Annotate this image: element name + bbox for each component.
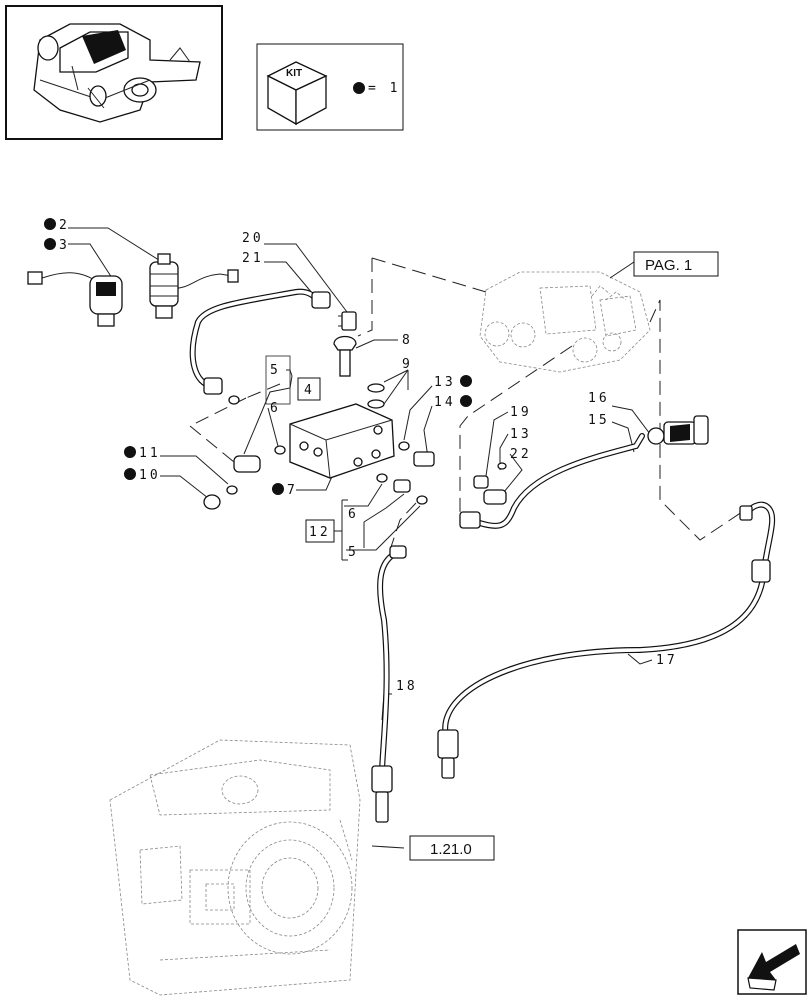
ghost-valve-assembly — [479, 271, 651, 373]
svg-text:20: 20 — [242, 231, 264, 246]
svg-text:16: 16 — [588, 391, 610, 406]
svg-text:2: 2 — [59, 218, 70, 233]
callout-16: 16 — [588, 391, 610, 406]
kit-badge-text: KIT — [286, 68, 302, 79]
pipe-15 — [459, 433, 645, 529]
callout-15: 15 — [588, 413, 610, 428]
next-page-arrow-button[interactable] — [737, 929, 807, 995]
kit-box-icon: KIT — [266, 61, 328, 126]
part-16-quick-coupling — [647, 415, 709, 445]
callout-8: 8 — [402, 333, 413, 348]
svg-text:13: 13 — [510, 427, 532, 442]
callout-5-lower: 5 — [348, 545, 359, 560]
reference-pag-text: PAG. 1 — [645, 257, 692, 274]
leader-lines — [68, 227, 680, 849]
callout-17: 17 — [656, 653, 678, 668]
next-page-arrow-icon — [747, 944, 800, 991]
svg-text:9: 9 — [402, 357, 413, 372]
callout-21: 21 — [242, 251, 264, 266]
callout-2: 2 — [44, 218, 70, 233]
callout-22: 22 — [510, 447, 532, 462]
svg-text:21: 21 — [242, 251, 264, 266]
ghost-transmission-housing — [109, 739, 361, 996]
callout-20: 20 — [242, 231, 264, 246]
callout-19: 19 — [510, 405, 532, 420]
routing-dashed-lines — [189, 257, 743, 551]
svg-text:3: 3 — [59, 238, 70, 253]
kit-dot-icon — [44, 218, 56, 230]
svg-text:6: 6 — [348, 507, 359, 522]
callout-12-boxed: 12 — [305, 499, 348, 561]
kit-dot-icon — [124, 446, 136, 458]
part-9-orings — [367, 383, 385, 409]
svg-text:5: 5 — [270, 363, 281, 378]
callout-13-kit: 13 — [434, 375, 472, 390]
callout-9: 9 — [402, 357, 413, 372]
part-5-6-seals-left — [203, 395, 286, 510]
kit-dot-icon — [44, 238, 56, 250]
hydraulic-lift-thumbnail-icon — [33, 23, 201, 123]
svg-text:13: 13 — [434, 375, 456, 390]
callout-6-lower: 6 — [348, 507, 359, 522]
svg-text:6: 6 — [270, 401, 281, 416]
kit-dot-icon — [124, 468, 136, 480]
part-19-22-sensors — [473, 462, 507, 505]
reference-section-1-21-0[interactable]: 1.21.0 — [409, 835, 495, 861]
assembly-thumbnail — [5, 5, 223, 140]
callout-14-kit: 14 — [434, 395, 472, 410]
pipe-21 — [189, 288, 331, 395]
svg-text:22: 22 — [510, 447, 532, 462]
svg-text:8: 8 — [402, 333, 413, 348]
callout-6-upper: 6 — [270, 401, 281, 416]
kit-legend-quantity: = 1 — [368, 81, 400, 96]
svg-text:14: 14 — [434, 395, 456, 410]
svg-text:5: 5 — [348, 545, 359, 560]
svg-text:10: 10 — [139, 468, 161, 483]
svg-text:11: 11 — [139, 446, 161, 461]
svg-text:12: 12 — [309, 525, 331, 540]
hose-18 — [371, 545, 407, 823]
callout-7: 7 — [272, 483, 298, 498]
callout-10: 10 — [124, 468, 161, 483]
part-13-14-fittings — [376, 441, 435, 505]
callout-3: 3 — [44, 238, 70, 253]
kit-legend-dot — [353, 82, 365, 94]
callout-18: 18 — [396, 679, 418, 694]
part-2-solenoid — [149, 253, 239, 319]
callout-4-boxed: 4 — [297, 377, 321, 401]
hose-17 — [437, 501, 776, 779]
svg-text:17: 17 — [656, 653, 678, 668]
svg-text:7: 7 — [287, 483, 298, 498]
part-8-bolt — [333, 335, 357, 377]
reference-pag-1[interactable]: PAG. 1 — [633, 251, 719, 277]
svg-text:15: 15 — [588, 413, 610, 428]
svg-text:18: 18 — [396, 679, 418, 694]
kit-dot-icon — [460, 375, 472, 387]
part-3-coil — [27, 271, 123, 327]
kit-legend: KIT = 1 — [256, 43, 404, 131]
svg-text:4: 4 — [304, 383, 315, 398]
callout-13: 13 — [510, 427, 532, 442]
kit-dot-icon — [460, 395, 472, 407]
callout-5-upper: 5 — [265, 355, 291, 405]
reference-section-text: 1.21.0 — [430, 841, 472, 858]
part-20-fitting — [338, 311, 357, 331]
kit-dot-icon — [272, 483, 284, 495]
part-7-valve-block — [289, 403, 395, 479]
svg-text:19: 19 — [510, 405, 532, 420]
callout-11: 11 — [124, 446, 161, 461]
